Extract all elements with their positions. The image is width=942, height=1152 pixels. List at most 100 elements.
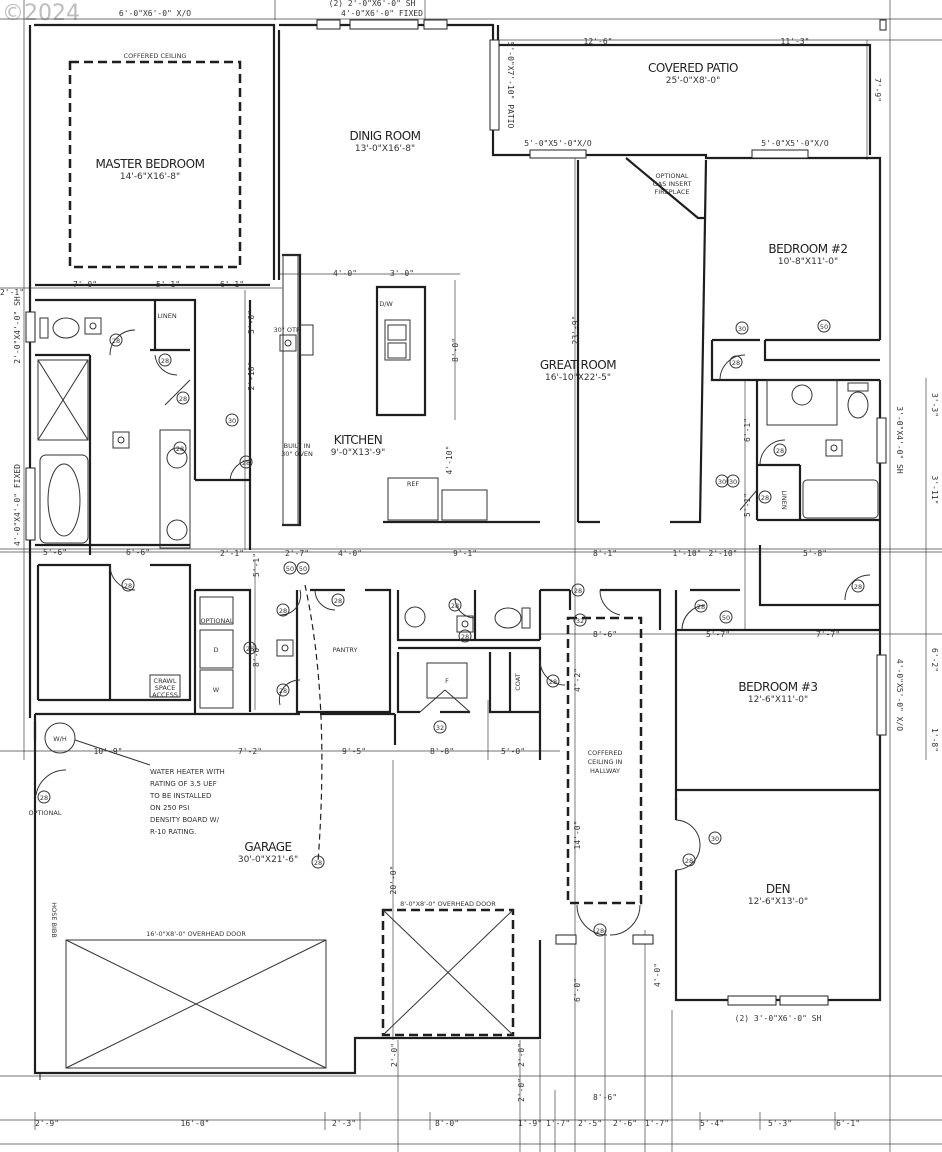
window-label-top-dining-2: 4'-0"X6'-0" FIXED xyxy=(341,9,423,18)
optional-laundry-label: OPTIONAL xyxy=(201,617,234,625)
great-room-size: 16'-10"X22'-5" xyxy=(545,373,611,383)
dim-right-col-1: 3'-3" xyxy=(930,393,939,417)
fireplace-wall xyxy=(625,157,706,220)
water-heater-leader xyxy=(74,739,151,766)
door-tag: 28 xyxy=(546,674,560,688)
dim-right-col-4: 1'-8" xyxy=(930,728,939,752)
laundry-sink-icon xyxy=(199,596,234,625)
dryer-icon xyxy=(199,629,234,669)
dim-bottom-row-10: 5'-4" xyxy=(700,1119,724,1128)
door-tags: 28 28 28 28 28 28 28 28 28 28 28 28 28 2… xyxy=(37,319,865,937)
dim-hall-row-6: 1'-10" xyxy=(673,549,702,558)
master-bedroom-size: 14'-6"X16'-8" xyxy=(120,172,180,182)
dim-bottom-row-8: 2'-6" xyxy=(613,1119,637,1128)
svg-text:28: 28 xyxy=(461,633,469,641)
window-den-1 xyxy=(727,995,777,1006)
door-tag: 28 xyxy=(448,598,462,612)
entry-side-2 xyxy=(632,934,654,945)
window-dining-2 xyxy=(349,19,419,30)
dim-hall-row-7: 2'-10" xyxy=(709,549,738,558)
dim-bottom-v-3: 2'-0" xyxy=(517,1078,526,1102)
hallway-ceiling-label-2: CEILING IN xyxy=(588,758,623,766)
master-toilet-icon xyxy=(52,317,80,339)
window-right-bath xyxy=(876,417,887,464)
door-tag: 28 xyxy=(458,629,472,643)
master-coffered-ceiling xyxy=(68,60,242,269)
door-tag: 28 xyxy=(158,353,172,367)
svg-text:30: 30 xyxy=(738,325,746,333)
dim-bottom-row-5: 1'-9" xyxy=(518,1119,542,1128)
dim-bottom-row-4: 8'-0" xyxy=(435,1119,459,1128)
svg-text:30: 30 xyxy=(729,478,737,486)
door-tag: 50 xyxy=(296,561,310,575)
door-tag: 32 xyxy=(573,613,587,627)
dim-mid-row-1: 8'-6" xyxy=(593,630,617,639)
dim-right-col-3: 6'-2" xyxy=(930,648,939,672)
light-fixtures xyxy=(84,317,843,657)
window-label-top-dining-1: (2) 2'-0"X6'-0" SH xyxy=(329,0,416,8)
door-tag: 50 xyxy=(283,561,297,575)
door-tag: 28 xyxy=(109,333,123,347)
door-tag: 30 xyxy=(726,474,740,488)
dim-hall-row-3: 4'-0" xyxy=(338,549,362,558)
master-shower-icon xyxy=(37,359,89,441)
exhaust-fan-icon xyxy=(276,639,294,657)
entry-side-1 xyxy=(555,934,577,945)
dining-room-label: DINIG ROOM xyxy=(350,129,421,143)
exhaust-fan-icon xyxy=(456,615,474,633)
door-tag: 28 xyxy=(694,599,708,613)
dim-hall-row-4: 9'-1" xyxy=(453,549,477,558)
den-size: 12'-6"X13'-0" xyxy=(748,897,808,907)
window-great-room-2 xyxy=(751,149,809,159)
dim-laundry-v-2: 5'-1" xyxy=(252,553,261,577)
dim-bath-v-1: 3'-0" xyxy=(247,310,256,334)
covered-patio-label: COVERED PATIO xyxy=(648,61,738,75)
svg-text:28: 28 xyxy=(334,597,342,605)
linen-label-2: LINEN xyxy=(780,490,788,510)
svg-text:32: 32 xyxy=(576,617,584,625)
svg-text:32: 32 xyxy=(436,724,444,732)
dim-garage-row-3: 9'-5" xyxy=(342,747,366,756)
svg-text:28: 28 xyxy=(854,583,862,591)
window-label-top-master: 6'-0"X6'-0" X/O xyxy=(119,9,191,18)
svg-text:28: 28 xyxy=(776,447,784,455)
great-room-label: GREAT ROOM xyxy=(540,358,616,372)
door-tag: 30 xyxy=(715,474,729,488)
svg-text:30: 30 xyxy=(718,478,726,486)
large-door-label: 16'-0"X8'-0" OVERHEAD DOOR xyxy=(146,930,246,938)
dim-patio-right: 7'-9" xyxy=(873,78,882,102)
door-tag: 28 xyxy=(758,490,772,504)
dim-bottom-mid: 8'-6" xyxy=(593,1093,617,1102)
water-heater-note-3: TO BE INSTALLED xyxy=(149,792,211,800)
fixtures xyxy=(37,254,879,766)
exhaust-fan-icon xyxy=(279,334,297,352)
kitchen-label: KITCHEN xyxy=(334,433,383,447)
bedroom2-size: 10'-8"X11'-0" xyxy=(778,257,838,267)
door-tag: 28 xyxy=(593,923,607,937)
dim-hall-v-1: 4'-2" xyxy=(573,668,582,692)
dim-top-2: 11'-3" xyxy=(781,37,810,46)
kitchen-size: 9'-0"X13'-9" xyxy=(331,448,386,458)
window-label-great-room-1: 5'-0"X5'-0"X/O xyxy=(524,139,592,148)
dim-bath-row-1: 5'-6" xyxy=(43,548,67,557)
water-heater-icon xyxy=(44,722,76,754)
fireplace-label-3: FIREPLACE xyxy=(655,188,690,196)
dim-hall-v-3: 6'-0" xyxy=(573,978,582,1002)
kitchen-counter xyxy=(282,254,299,526)
dim-garage-row-2: 7'-2" xyxy=(238,747,262,756)
dim-master-row-2: 5'-1" xyxy=(156,280,180,289)
svg-text:28: 28 xyxy=(124,582,132,590)
door-tag: 28 xyxy=(682,853,696,867)
window-label-right-bath: 3'-0"X4'-0" SH xyxy=(895,406,904,474)
crawl-space-access xyxy=(149,674,181,698)
water-heater-note-2: RATING OF 3.5 UEF xyxy=(150,780,217,788)
dim-hall-row-5: 8'-1" xyxy=(593,549,617,558)
optional-door-label: OPTIONAL xyxy=(29,809,62,817)
svg-text:28: 28 xyxy=(697,603,705,611)
dim-bath-v-3: 6'-1" xyxy=(743,418,752,442)
microwave-label: 30" OTR xyxy=(274,326,301,334)
bedroom3-size: 12'-6"X11'-0" xyxy=(748,695,808,705)
window-left-tub xyxy=(25,467,36,541)
window-den-2 xyxy=(779,995,829,1006)
